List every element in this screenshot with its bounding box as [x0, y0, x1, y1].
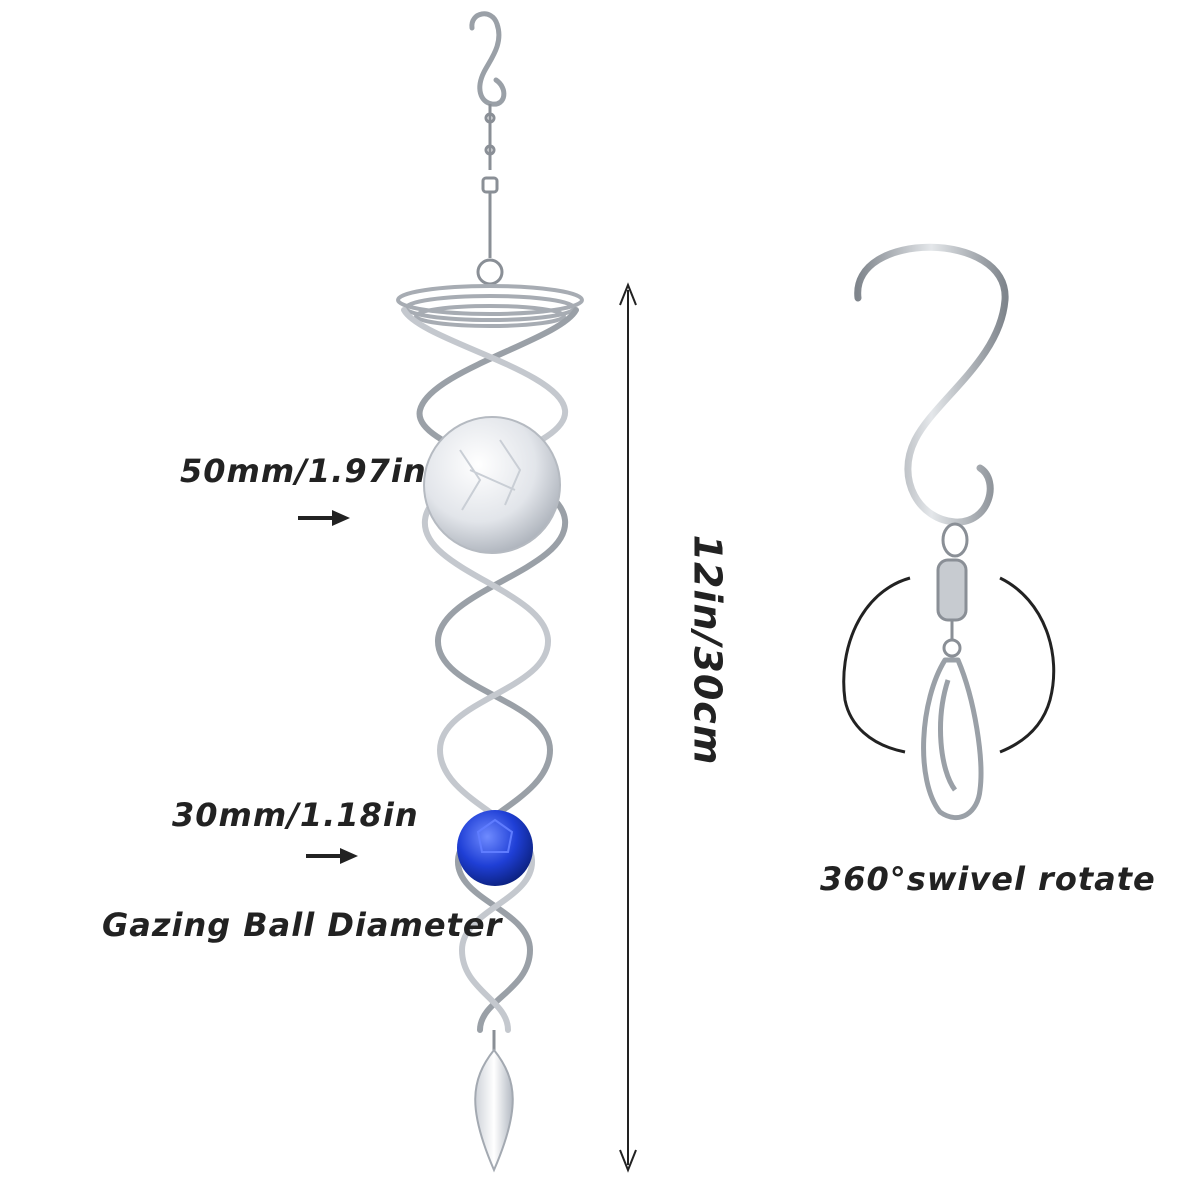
top-s-hook — [469, 11, 507, 107]
small-blue-ball — [457, 810, 533, 886]
twister-spiral — [401, 307, 579, 1033]
snap-clip — [921, 657, 984, 820]
top-coil — [396, 284, 584, 328]
right-arrow-icon — [298, 510, 350, 526]
swivel-s-hook — [854, 243, 1009, 526]
right-arrow-icon — [306, 848, 358, 864]
gazing-ball-label: Gazing Ball Diameter — [102, 906, 503, 944]
chain — [476, 104, 504, 286]
large-ball-diameter-label: 50mm/1.97in — [180, 452, 427, 490]
rotation-arc-icon — [842, 576, 1056, 754]
double-arrow-vertical-icon — [619, 282, 637, 1173]
swivel-label: 360°swivel rotate — [820, 860, 1156, 898]
length-label: 12in/30cm — [685, 534, 730, 766]
large-crystal-ball — [423, 416, 561, 554]
small-ball-diameter-label: 30mm/1.18in — [172, 796, 419, 834]
teardrop-crystal — [474, 1030, 514, 1173]
swivel-link — [936, 522, 969, 658]
